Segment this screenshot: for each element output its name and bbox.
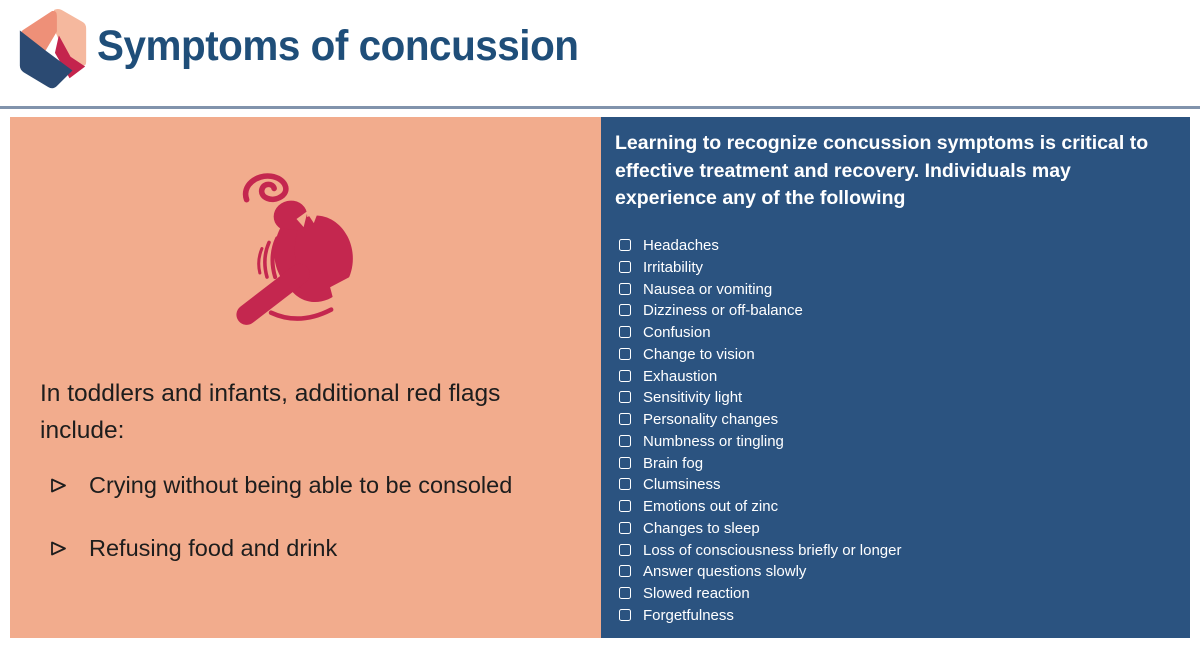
symptom-text: Nausea or vomiting [643,280,773,298]
left-panel: In toddlers and infants, additional red … [10,117,601,638]
checkbox-icon [619,304,631,317]
slide-header: Symptoms of concussion [0,0,1200,106]
symptoms-heading: Learning to recognize concussion symptom… [615,132,1149,209]
checkbox-icon [619,456,631,469]
checkbox-icon [619,260,631,273]
symptom-text: Numbness or tingling [643,432,784,450]
symptom-item: Forgetfulness [619,606,1169,628]
checkbox-icon [619,239,631,251]
symptom-text: Confusion [643,324,711,341]
symptom-item: Confusion [619,323,1169,345]
symptom-text: Forgetfulness [643,606,734,624]
toddlers-intro-text: In toddlers and infants, additional red … [40,380,501,444]
symptom-text: Emotions out of zinc [643,498,779,515]
symptom-item: Numbness or tingling [619,432,1169,454]
header-divider [0,106,1200,109]
red-flag-item: Crying without being able to be consoled [50,469,570,501]
symptom-text: Irritability [643,258,704,276]
symptom-item: Exhaustion [619,367,1169,389]
symptom-item: Headaches [619,236,1169,258]
red-flag-item: Refusing food and drink [50,532,570,564]
page-title: Symptoms of concussion [97,22,579,70]
brand-hexagon-logo-icon [19,9,87,89]
symptom-item: Change to vision [619,345,1169,367]
checkbox-icon [619,587,631,599]
symptom-item: Clumsiness [619,475,1169,497]
symptom-text: Sensitivity light [643,389,743,407]
symptom-item: Irritability [619,258,1169,280]
symptom-item: Emotions out of zinc [619,497,1169,519]
symptom-text: Headaches [643,237,719,254]
right-panel: Learning to recognize concussion symptom… [601,117,1190,638]
symptom-item: Sensitivity light [619,388,1169,410]
symptom-text: Loss of consciousness briefly or longer [643,541,902,559]
symptom-text: Slowed reaction [643,585,750,602]
symptom-item: Brain fog [619,454,1169,476]
symptom-item: Dizziness or off-balance [619,301,1169,323]
checkbox-icon [619,391,631,404]
red-flags-list: Crying without being able to be consoled… [50,469,570,595]
symptom-item: Answer questions slowly [619,562,1169,584]
checkbox-icon [619,434,631,447]
symptom-item: Changes to sleep [619,519,1169,541]
symptom-item: Nausea or vomiting [619,280,1169,302]
symptom-item: Slowed reaction [619,584,1169,606]
checkbox-icon [619,543,631,556]
symptom-text: Dizziness or off-balance [643,302,803,320]
checkbox-icon [619,500,631,512]
symptom-text: Brain fog [643,454,704,472]
checkbox-icon [619,347,631,360]
checkbox-icon [619,326,631,338]
symptom-item: Personality changes [619,410,1169,432]
symptom-text: Personality changes [643,411,779,428]
checkbox-icon [619,282,631,295]
red-flag-text: Refusing food and drink [89,535,338,561]
symptom-text: Changes to sleep [643,519,760,537]
symptom-item: Loss of consciousness briefly or longer [619,541,1169,563]
red-flag-text: Crying without being able to be consoled [89,472,513,498]
symptom-text: Change to vision [643,345,755,363]
checkbox-icon [619,413,631,425]
symptom-text: Answer questions slowly [643,563,807,581]
checkbox-icon [619,478,631,491]
dizzy-person-icon [236,173,353,325]
arrowhead-bullet-icon [51,478,66,493]
symptom-text: Clumsiness [643,476,721,494]
symptom-checklist: Headaches Irritability Nausea or vomitin… [619,236,1169,628]
checkbox-icon [619,608,631,621]
checkbox-icon [619,521,631,534]
arrowhead-bullet-icon [51,541,66,556]
checkbox-icon [619,369,631,382]
checkbox-icon [619,565,631,578]
symptom-text: Exhaustion [643,367,718,385]
